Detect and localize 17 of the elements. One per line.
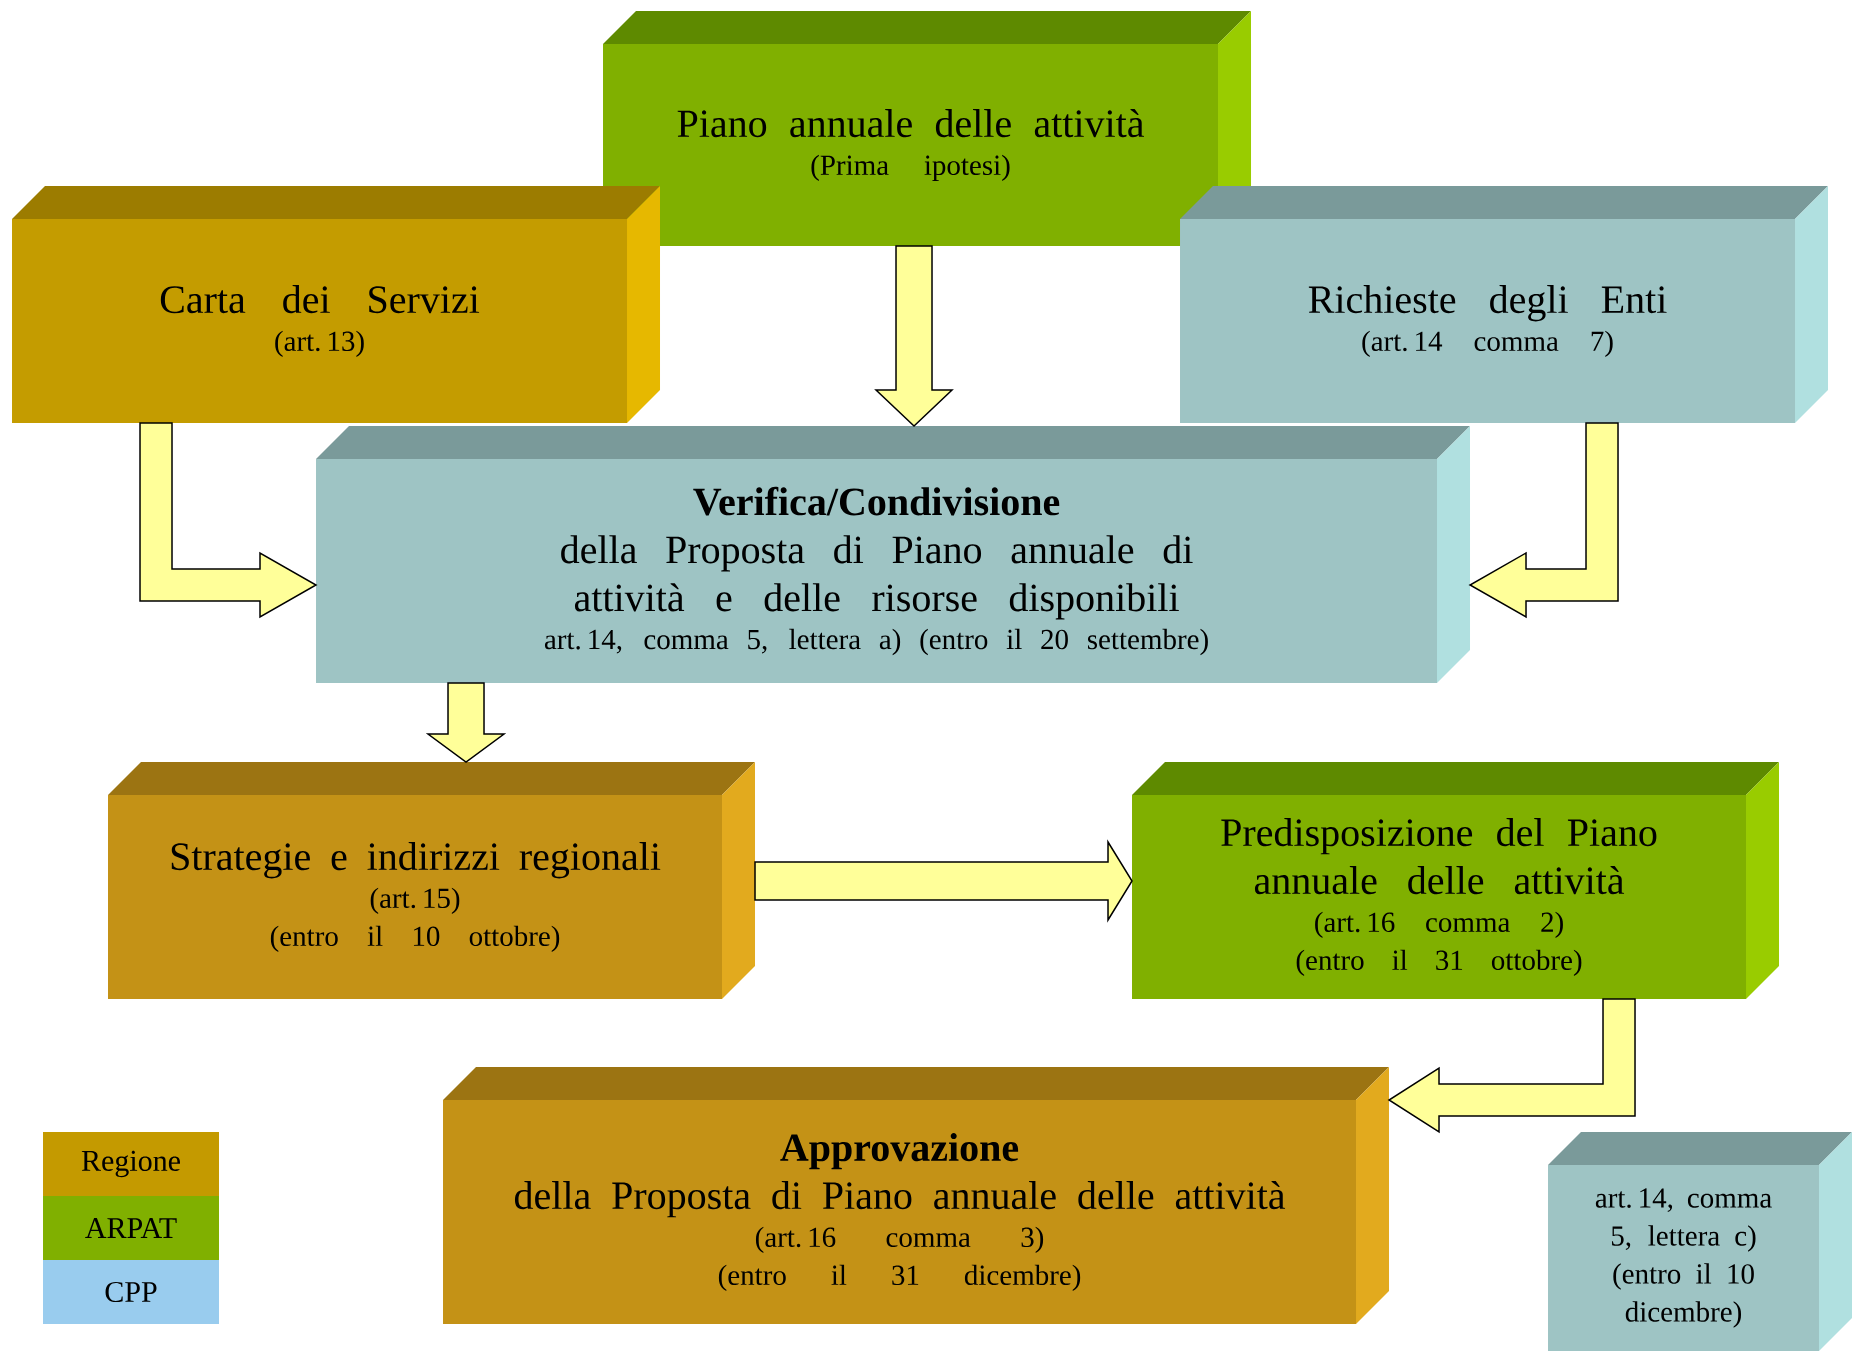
block-arrow xyxy=(139,422,318,619)
legend-label: ARPAT xyxy=(85,1218,177,1238)
block-arrow xyxy=(874,245,954,428)
legend-label: Regione xyxy=(81,1150,180,1178)
process-box: Strategie e indirizzi regionali (art. 15) (entro il 10 ottobre) xyxy=(108,762,755,999)
block-arrow xyxy=(1468,422,1619,619)
process-box: art. 14, comma 5, lettera c) (entro il 10 dicembre) xyxy=(1548,1132,1852,1351)
block-arrow xyxy=(425,682,507,763)
legend-label: CPP xyxy=(105,1281,157,1303)
process-box: Carta dei Servizi (art. 13) xyxy=(12,186,660,423)
block-arrow xyxy=(1387,998,1636,1134)
block-arrow xyxy=(754,839,1133,923)
process-box: Approvazione della Proposta di Piano annuale delle attività (art. 16 comma 3) (entro il 31 dicembre) xyxy=(443,1067,1389,1324)
process-box: Predisposizione del Piano annuale delle attività (art. 16 comma 2) (entro il 31 ottobre) xyxy=(1132,762,1779,999)
process-box: Richieste degli Enti (art. 14 comma 7) xyxy=(1180,186,1828,423)
process-box: Verifica/Condivisione della Proposta di Piano annuale di attività e delle risorse disponibili art. 14, comma 5, lettera a) (entro il 20 settembre) xyxy=(316,426,1470,683)
process-box: Piano annuale delle attività (Prima ipotesi) xyxy=(603,11,1251,246)
